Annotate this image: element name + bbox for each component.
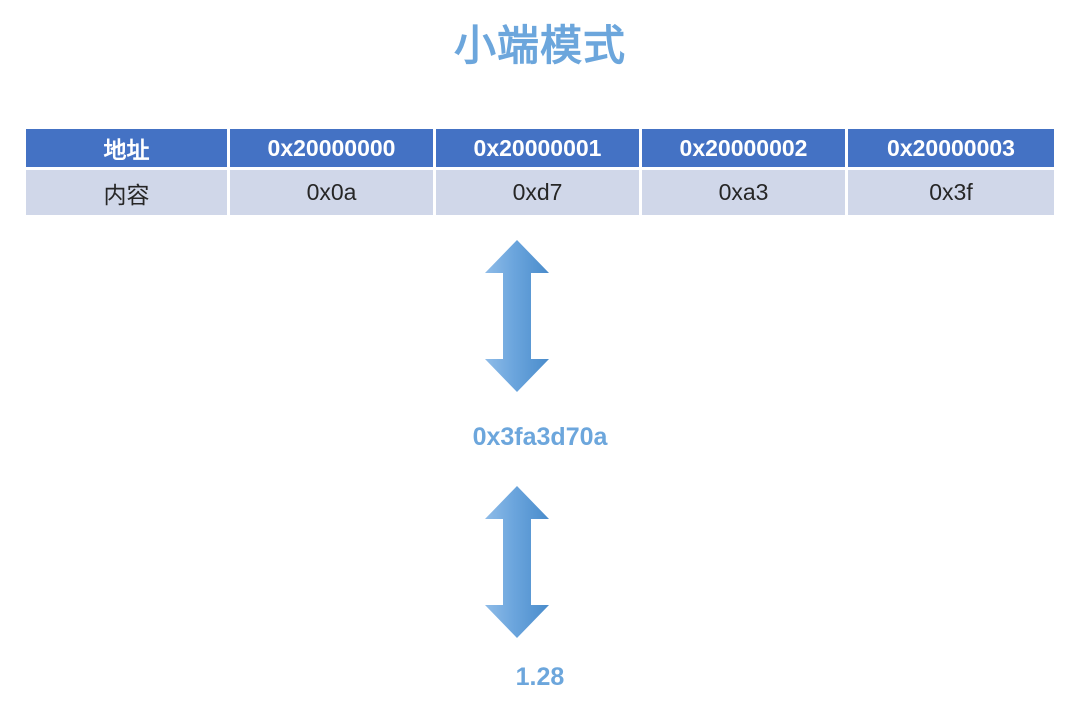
table-header-address-3: 0x20000003 — [848, 129, 1054, 170]
table-cell-content-1: 0xd7 — [436, 170, 642, 215]
double-headed-arrow-up-down-icon — [485, 240, 549, 392]
table-header-address-2: 0x20000002 — [642, 129, 848, 170]
table-cell-content-2: 0xa3 — [642, 170, 848, 215]
table-cell-label-content: 内容 — [26, 170, 230, 215]
page-title: 小端模式 — [453, 22, 626, 69]
table-header-label-address: 地址 — [26, 129, 230, 170]
table-header-address-1: 0x20000001 — [436, 129, 642, 170]
double-headed-arrow-up-down-icon — [485, 486, 549, 638]
table-header-address-0: 0x20000000 — [230, 129, 436, 170]
table-cell-content-0: 0x0a — [230, 170, 436, 215]
table-row-content: 内容 0x0a 0xd7 0xa3 0x3f — [26, 170, 1054, 215]
hex-value-label: 0x3fa3d70a — [472, 423, 608, 451]
memory-layout-table: 地址 0x20000000 0x20000001 0x20000002 0x20… — [26, 129, 1054, 215]
table-cell-content-3: 0x3f — [848, 170, 1054, 215]
decimal-value-label: 1.28 — [515, 663, 565, 691]
table-row-address: 地址 0x20000000 0x20000001 0x20000002 0x20… — [26, 129, 1054, 170]
